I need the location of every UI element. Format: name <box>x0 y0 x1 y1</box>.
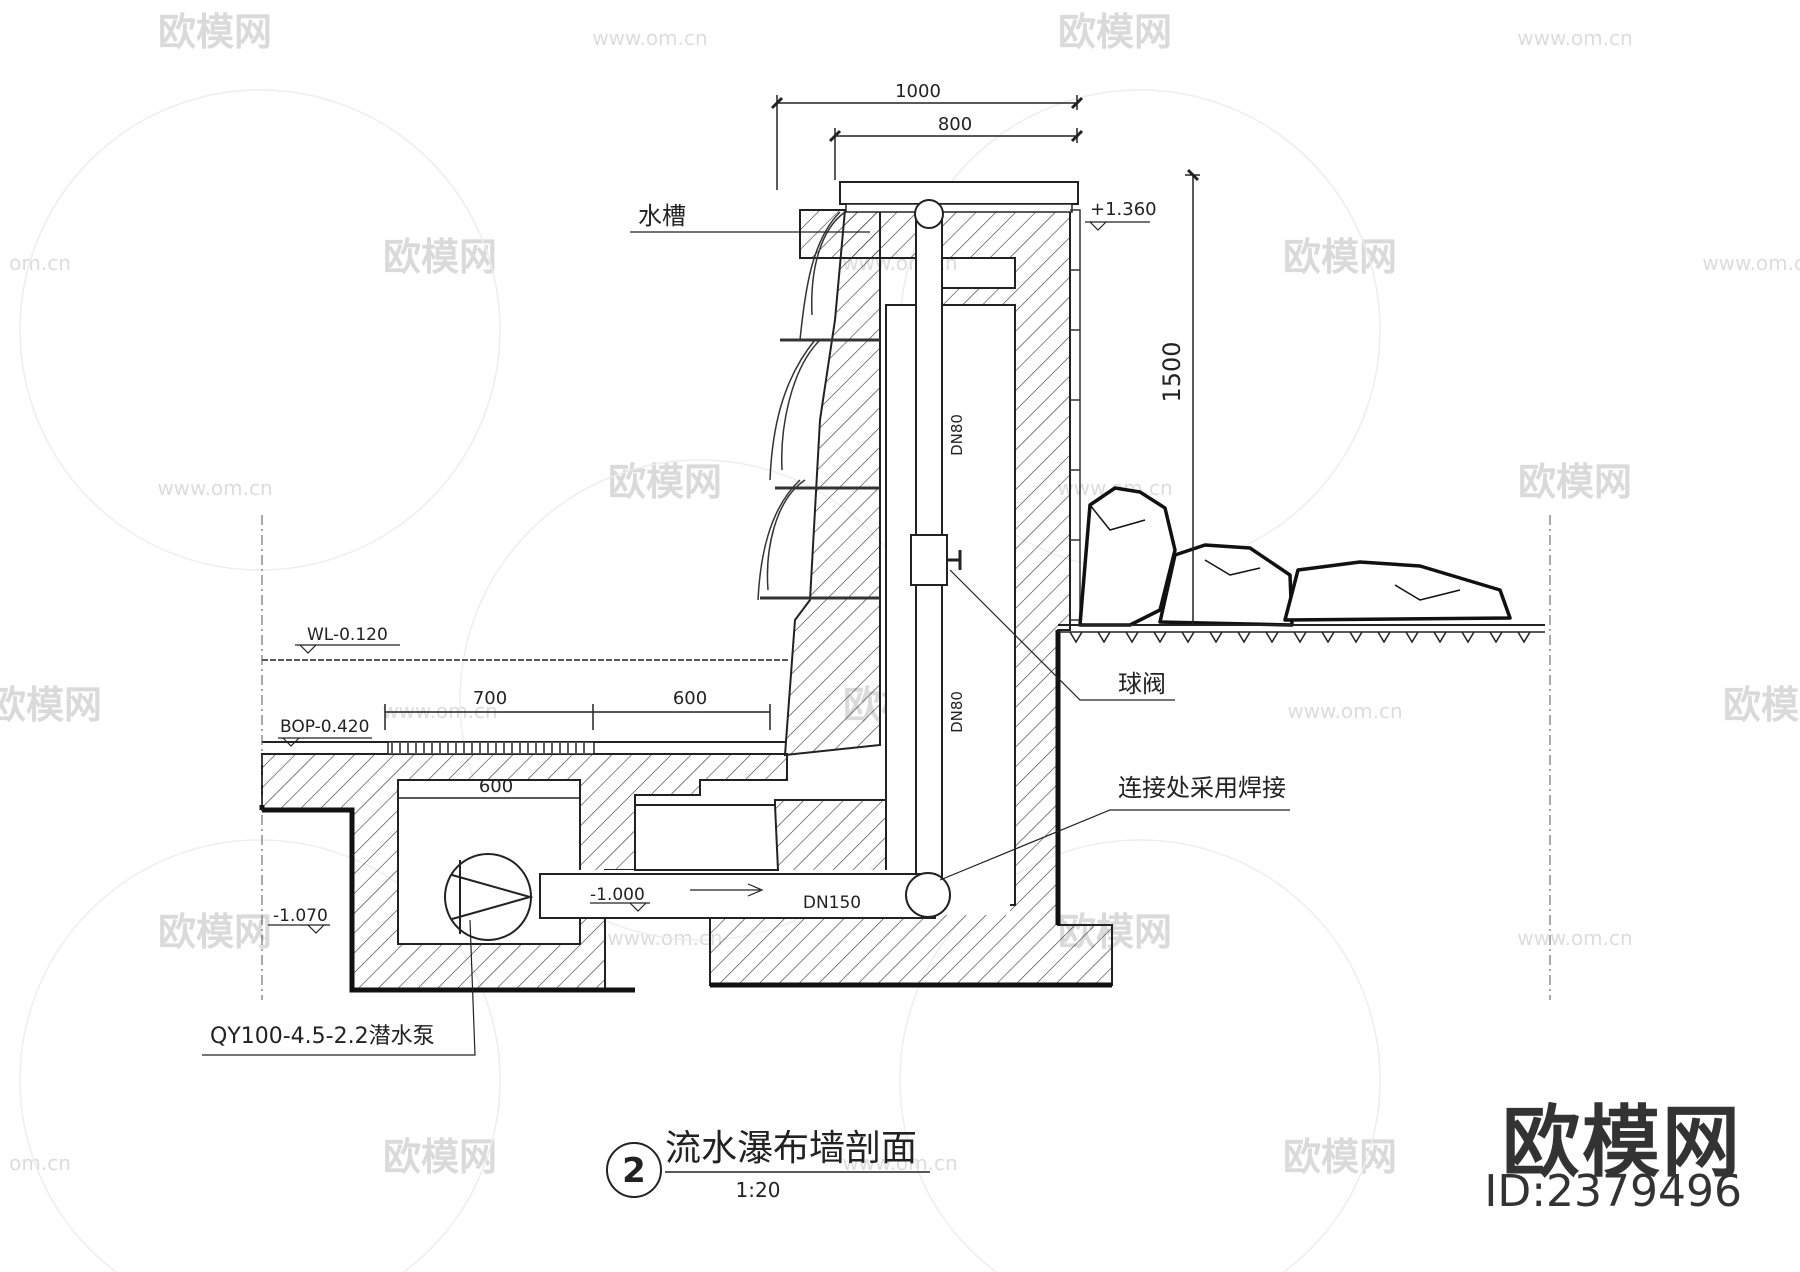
grating <box>387 741 595 755</box>
watermark-text: 欧模网 <box>383 235 497 279</box>
watermark-text: www.om.cn <box>382 699 497 723</box>
title-number: 2 <box>622 1151 646 1191</box>
stepped-wall-face <box>783 209 881 757</box>
watermark-text: 欧模网 <box>158 910 272 954</box>
watermark-arc <box>19 839 501 1272</box>
dim-pit-width: 600 <box>479 776 513 797</box>
elev-pool-bottom: BOP-0.420 <box>280 717 369 737</box>
break-lines <box>261 515 1551 1000</box>
brand-id: ID:2379496 <box>1484 1166 1742 1217</box>
watermark-text: www.om.cn <box>1702 251 1800 275</box>
pump-symbol <box>444 853 534 941</box>
title-number-circle <box>606 1142 662 1198</box>
main-pipe <box>539 873 936 919</box>
watermark-text: 欧模网 <box>1723 683 1800 727</box>
label-pump: QY100-4.5-2.2潜水泵 <box>210 1024 435 1049</box>
watermark-text: 欧模网 <box>1058 10 1172 54</box>
right-notch-void <box>634 804 780 871</box>
watermark-arc <box>19 89 501 571</box>
brand-logo-text: 欧模网 <box>1501 1098 1742 1188</box>
ground-outline <box>259 630 1112 993</box>
cap-stone <box>839 181 1079 205</box>
ball-valve-handle-icon <box>947 550 962 570</box>
watermark-text: www.om.cn <box>1517 26 1632 50</box>
rocks <box>1078 486 1512 627</box>
label-trough: 水槽 <box>638 202 686 230</box>
watermark-text: www.om.cn <box>842 1151 957 1175</box>
watermark-text: 欧模网 <box>1283 235 1397 279</box>
dim-top-outer: 1000 <box>895 81 941 102</box>
watermark-text: 欧模网 <box>383 1135 497 1179</box>
watermark-text: 欧模网 <box>608 460 722 504</box>
ground-line <box>1058 624 1545 644</box>
label-pipe-lower: DN80 <box>948 691 966 733</box>
dimension-lines <box>384 95 1200 805</box>
elev-pipe: -1.000 <box>590 885 645 905</box>
watermark-text: 欧模网 <box>158 10 272 54</box>
stone-cladding <box>1070 209 1081 621</box>
watermark-text: om.cn <box>9 251 71 275</box>
elev-pit-bottom: -1.070 <box>273 906 328 926</box>
watermark-arc <box>899 839 1381 1272</box>
elev-top: +1.360 <box>1090 199 1157 220</box>
watermark-text: www.om.cn <box>157 476 272 500</box>
water-cascades <box>757 211 880 601</box>
dim-top-inner: 800 <box>938 114 972 135</box>
watermark-text: 欧模网 <box>1518 460 1632 504</box>
drawing-title: 2 流水瀑布墙剖面 1:20 <box>606 1128 930 1202</box>
label-welded-joint: 连接处采用焊接 <box>1118 774 1286 802</box>
title-scale: 1:20 <box>736 1178 781 1202</box>
pipe-elbow <box>905 872 951 918</box>
label-pipe-main: DN150 <box>803 893 861 913</box>
riser-top-elbow <box>914 199 944 229</box>
wall-chamber-void <box>885 304 1016 906</box>
label-pipe-upper: DN80 <box>948 414 966 456</box>
leader-lines <box>202 221 1290 1056</box>
watermark-text: 欧模网 <box>1283 1135 1397 1179</box>
pool <box>262 659 790 755</box>
dim-bottom-left: 700 <box>473 688 507 709</box>
watermark-text: www.om.cn <box>592 26 707 50</box>
watermark-text: om.cn <box>9 1151 71 1175</box>
watermark-text: 欧模网 <box>0 683 102 727</box>
ball-valve <box>910 534 948 586</box>
trough <box>845 203 1073 213</box>
dim-height: 1500 <box>1158 341 1186 402</box>
watermark-text: www.om.cn <box>1517 926 1632 950</box>
elev-water-level: WL-0.120 <box>307 625 388 645</box>
dim-bottom-right: 600 <box>673 688 707 709</box>
riser-pipe <box>539 199 962 919</box>
title-name: 流水瀑布墙剖面 <box>665 1128 917 1169</box>
watermark-text: www.om.cn <box>1287 699 1402 723</box>
label-ball-valve: 球阀 <box>1118 670 1166 698</box>
